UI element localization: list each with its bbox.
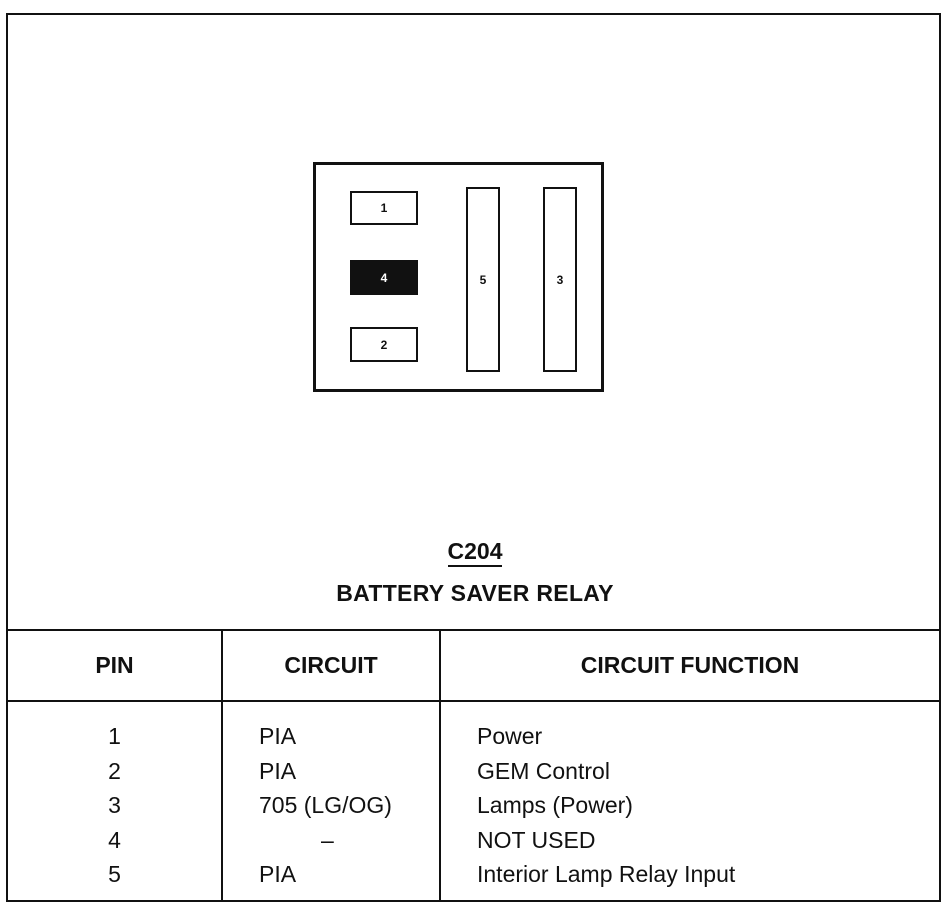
column-divider-1 — [221, 630, 223, 902]
table-row-1-function: Power — [477, 723, 543, 749]
table-top-border — [6, 629, 941, 631]
table-row-2-pin: 2 — [108, 757, 121, 784]
table-row-5-pin: 5 — [108, 861, 121, 887]
header-pin: PIN — [95, 652, 134, 678]
circuit-column: PIA PIA 705 (LG/OG) – PIA — [259, 719, 439, 892]
pin-cavity-5: 5 — [466, 187, 500, 372]
table-row-2-function: GEM Control — [477, 757, 610, 784]
connector-id: C204 — [0, 538, 950, 567]
table-row-5-function: Interior Lamp Relay Input — [477, 861, 736, 887]
table-row-5-circuit: PIA — [259, 861, 297, 887]
table-row-3-circuit: 705 (LG/OG) — [259, 792, 392, 818]
header-circuit: CIRCUIT — [284, 652, 378, 678]
connector-id-text: C204 — [447, 538, 503, 567]
function-column: Power GEM Control Lamps (Power) NOT USED… — [477, 719, 937, 892]
table-row-1-circuit: PIA — [259, 723, 297, 749]
table-row-4-pin: 4 — [108, 826, 121, 853]
pin-label-4: 4 — [380, 270, 388, 285]
pin-column: 1 2 3 4 5 — [8, 719, 221, 892]
connector-name: BATTERY SAVER RELAY — [336, 580, 614, 606]
pin-cavity-1: 1 — [350, 191, 418, 225]
connector-face: 1 4 2 5 3 — [313, 162, 604, 392]
pin-label-1: 1 — [380, 201, 388, 215]
table-row-4-function: NOT USED — [477, 826, 596, 853]
header-circuit-function: CIRCUIT FUNCTION — [580, 652, 800, 678]
pin-label-2: 2 — [380, 337, 388, 352]
pin-cavity-4: 4 — [350, 260, 418, 295]
table-row-4-circuit: – — [321, 826, 334, 853]
table-row-3-pin: 3 — [108, 792, 121, 818]
pin-label-5: 5 — [479, 272, 487, 287]
table-row-1-pin: 1 — [108, 723, 121, 749]
table-row-3-function: Lamps (Power) — [477, 792, 633, 818]
diagram-frame — [6, 13, 941, 902]
column-divider-2 — [439, 630, 441, 902]
pin-label-3: 3 — [556, 272, 564, 287]
pin-cavity-2: 2 — [350, 327, 418, 362]
pin-cavity-3: 3 — [543, 187, 577, 372]
table-row-2-circuit: PIA — [259, 757, 297, 784]
table-header-divider — [6, 700, 941, 702]
